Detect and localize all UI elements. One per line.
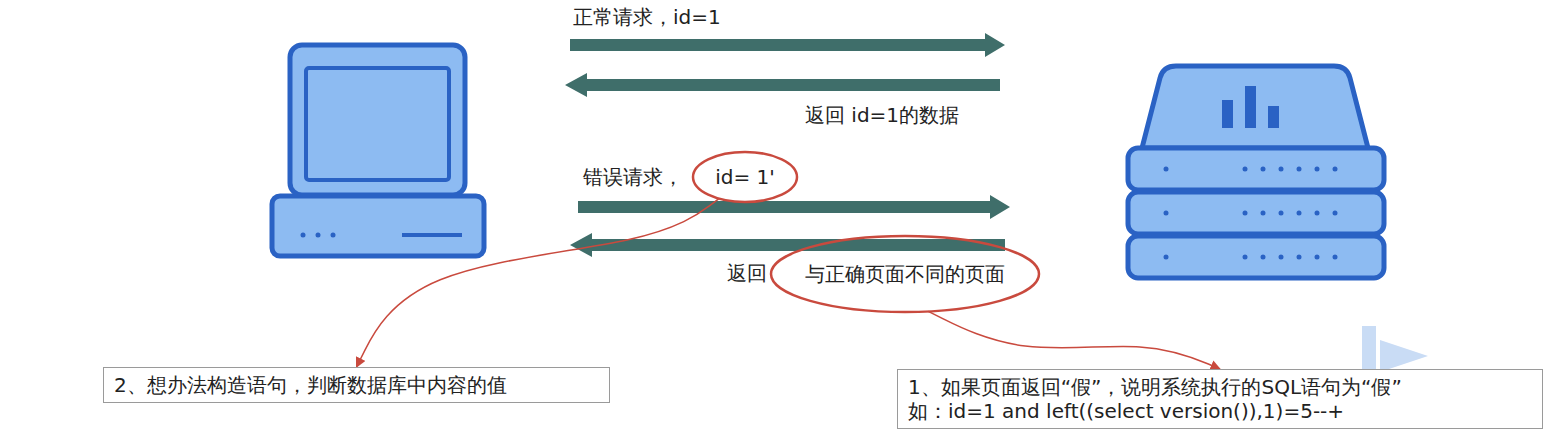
server-unit: [1128, 148, 1384, 190]
highlight-ellipse: id= 1': [691, 150, 799, 204]
logo-part: [1380, 340, 1428, 372]
server-unit: [1128, 236, 1384, 278]
monitor-body: [290, 45, 465, 195]
note-text: 1、如果页面返回“假”，说明系统执行的SQL语句为“假”: [908, 375, 1532, 399]
server-bar: [1268, 106, 1279, 128]
arrow-label: 错误请求，: [583, 165, 683, 189]
arrow-label: 返回: [727, 261, 767, 285]
highlight-text: id= 1': [715, 165, 775, 189]
computer-icon: [272, 45, 484, 256]
server-dots: [1164, 167, 1338, 260]
flow-arrows: [565, 33, 1010, 257]
ellipse-shape: [771, 236, 1039, 312]
request-arrow: [570, 33, 1005, 57]
request-arrow: [578, 195, 1010, 219]
logo-part: [1362, 326, 1376, 372]
note-box: 1、如果页面返回“假”，说明系统执行的SQL语句为“假”如：id=1 and l…: [897, 369, 1543, 429]
base-dot: [316, 233, 321, 238]
server-icon: [1128, 66, 1384, 278]
highlight-ellipse: 与正确页面不同的页面: [769, 234, 1041, 314]
computer-base: [272, 196, 484, 256]
note-text: 2、想办法构造语句，判断数据库中内容的值: [114, 373, 599, 397]
note-box: 2、想办法构造语句，判断数据库中内容的值: [103, 367, 610, 403]
monitor-screen: [306, 68, 449, 180]
leader-arrow: [357, 199, 720, 367]
server-unit: [1128, 192, 1384, 234]
server-bar: [1245, 86, 1256, 128]
base-slot: [402, 233, 462, 237]
server-top: [1142, 66, 1368, 148]
response-arrow: [565, 73, 1000, 97]
leader-arrow: [928, 311, 1220, 369]
arrow-label: 返回 id=1的数据: [805, 103, 959, 127]
ellipse-shape: [693, 152, 797, 202]
note-text: 如：id=1 and left((select version()),1)=5-…: [908, 399, 1532, 423]
highlight-text: 与正确页面不同的页面: [805, 262, 1005, 286]
server-bar: [1222, 100, 1233, 128]
watermark-logo: [1362, 326, 1428, 372]
base-dot: [301, 233, 306, 238]
base-dot: [331, 233, 336, 238]
arrow-label: 正常请求，id=1: [573, 5, 721, 29]
